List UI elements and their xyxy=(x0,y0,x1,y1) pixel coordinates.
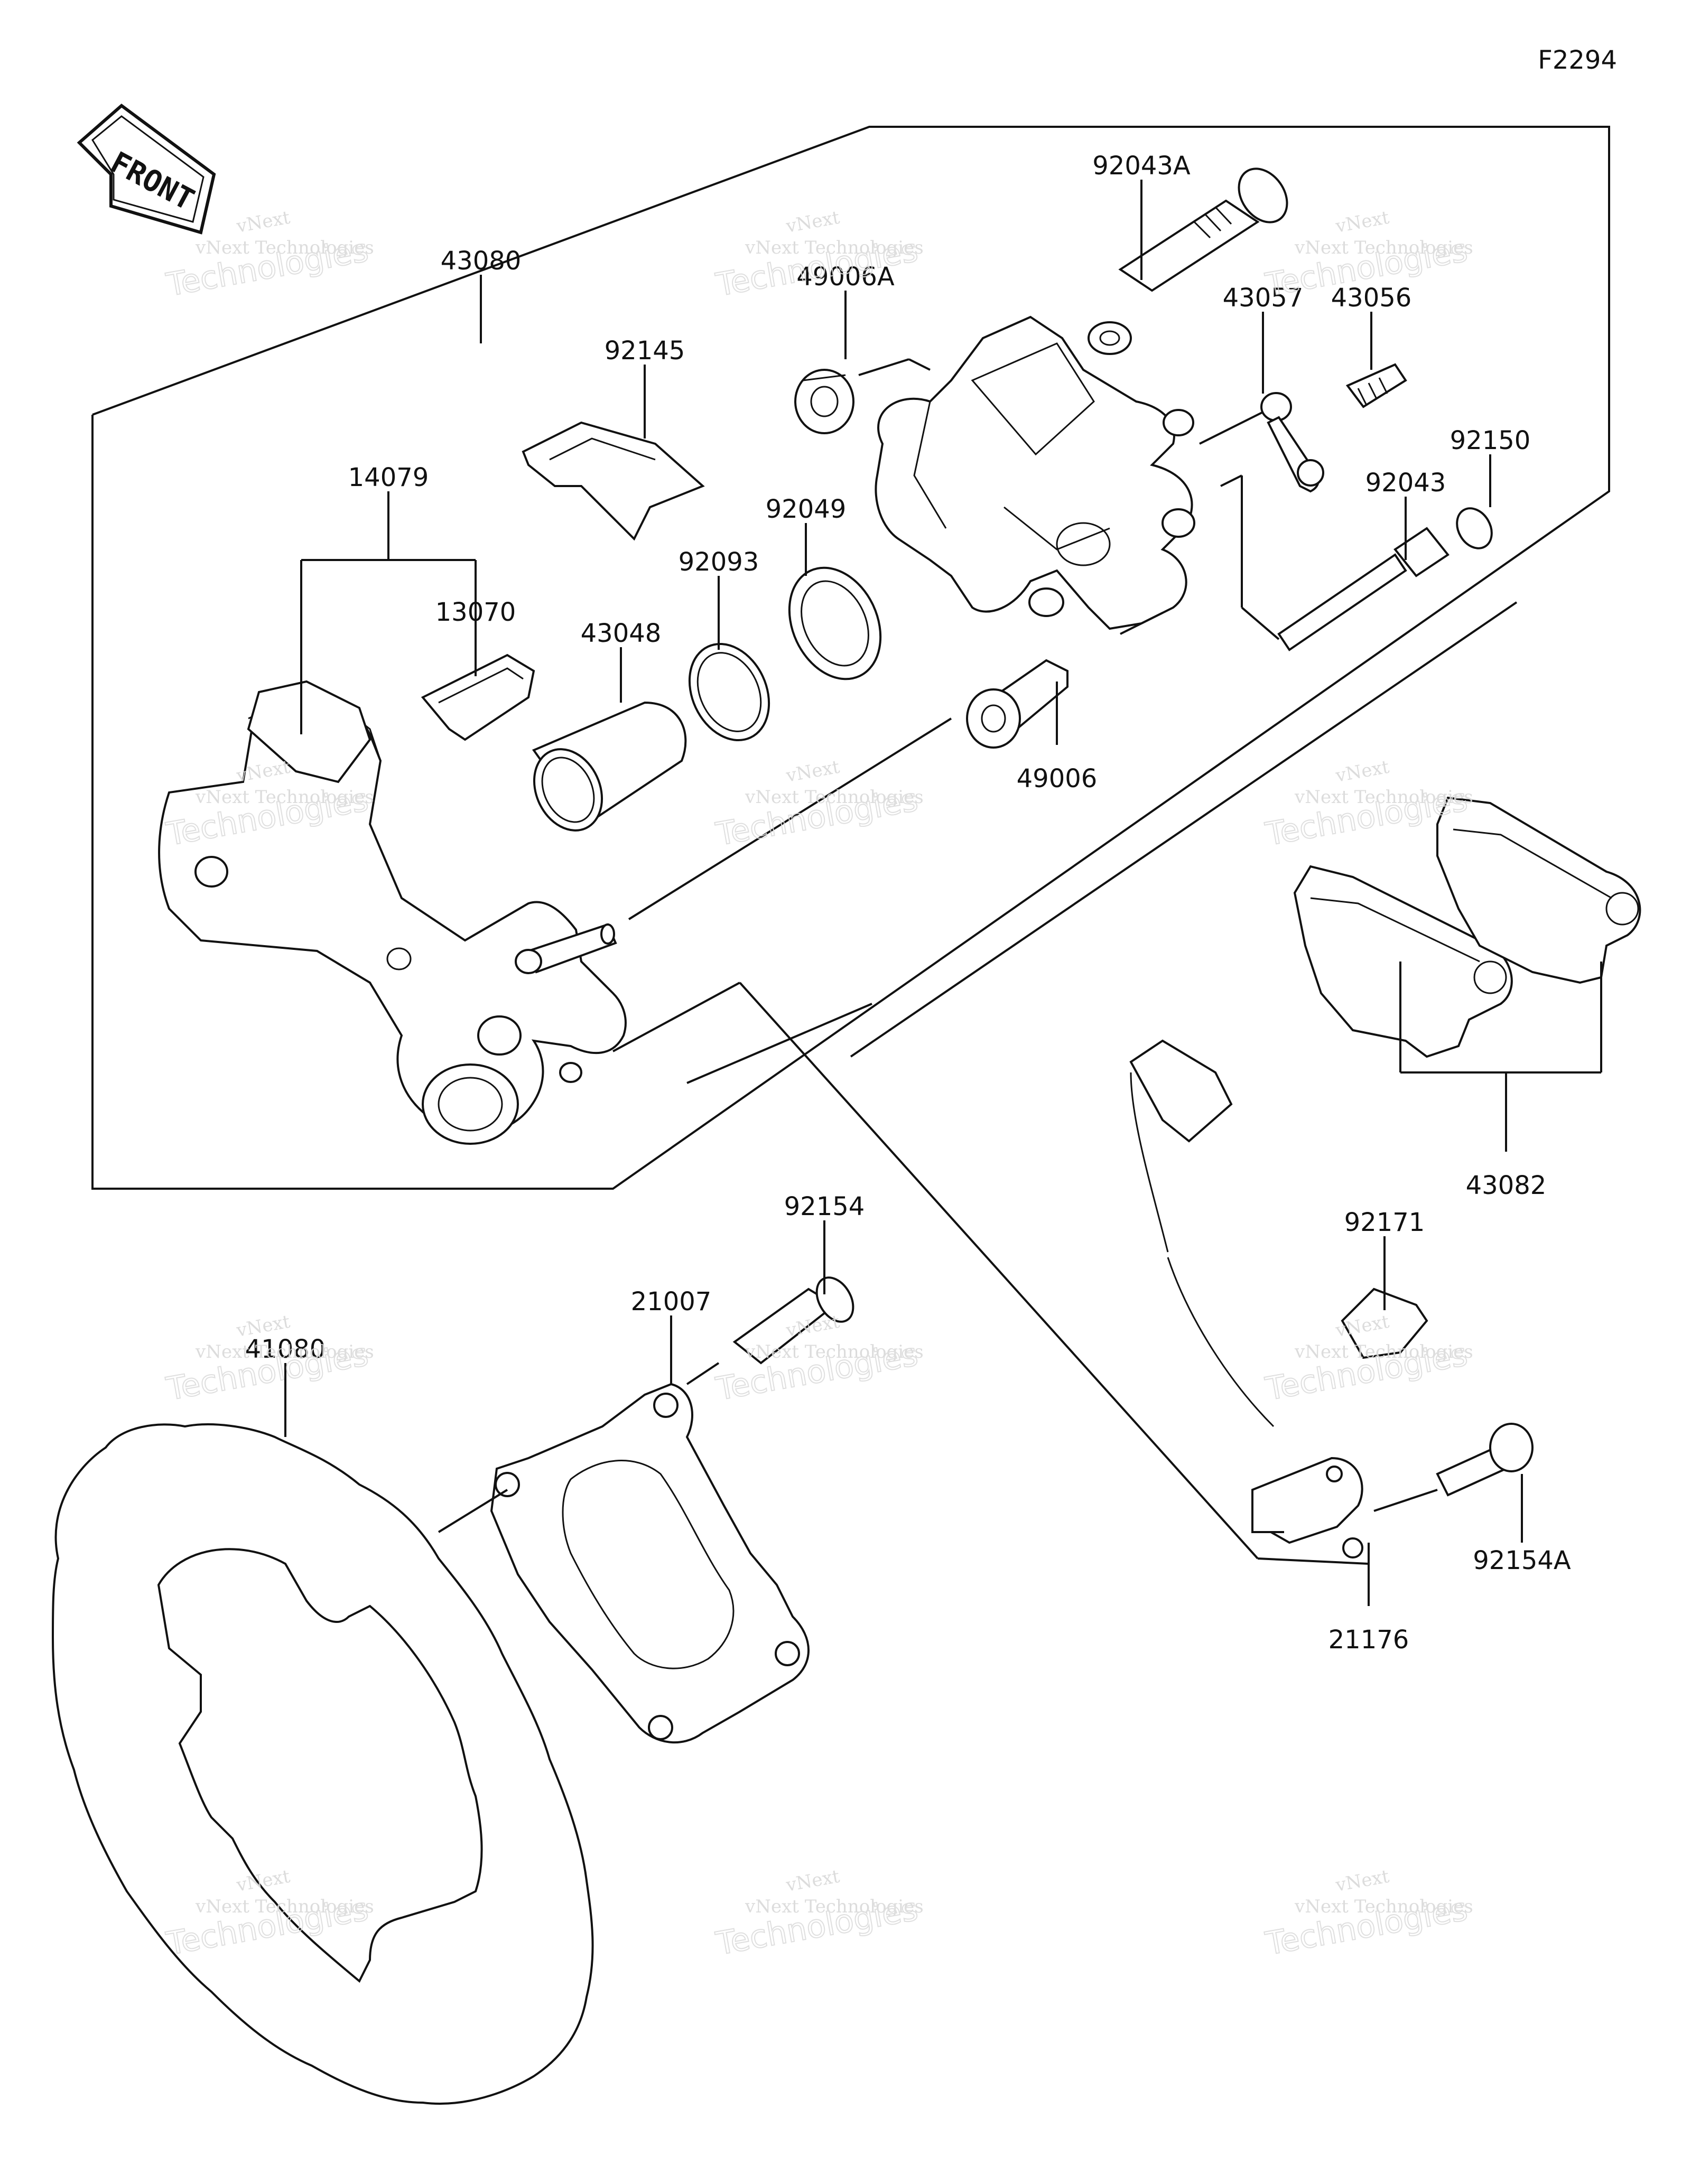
abs-sensor xyxy=(1129,1039,1363,1558)
svg-text:vNext: vNext xyxy=(1334,757,1391,787)
watermarks: vNext vNext Technologies Technologies vN… xyxy=(163,207,1473,1963)
brake-disc xyxy=(51,1423,594,2105)
caliper-assembly-outline xyxy=(91,126,1610,1190)
label-43057: 43057 xyxy=(1223,283,1304,313)
disc-bolt xyxy=(732,1276,854,1365)
svg-text:vNext Technologies: vNext Technologies xyxy=(745,787,924,808)
svg-text:vNext Technologies: vNext Technologies xyxy=(1294,237,1473,258)
watermark: vNext vNext Technologies Technologies xyxy=(712,757,924,854)
svg-text:vNext Technologies: vNext Technologies xyxy=(195,1341,374,1362)
pin-boot-a xyxy=(794,369,854,434)
svg-text:vNext: vNext xyxy=(1334,207,1391,237)
label-92145: 92145 xyxy=(605,336,685,366)
watermark: vNext vNext Technologies Technologies xyxy=(1262,1866,1473,1963)
label-92043: 92043 xyxy=(1365,468,1446,498)
svg-text:vNext: vNext xyxy=(784,1866,842,1896)
svg-text:vNext Technologies: vNext Technologies xyxy=(1294,1896,1473,1917)
label-92150: 92150 xyxy=(1450,426,1531,455)
label-21007: 21007 xyxy=(631,1287,712,1317)
slide-pin xyxy=(1277,527,1450,651)
watermark: vNext vNext Technologies Technologies xyxy=(712,1866,924,1963)
label-43082: 43082 xyxy=(1466,1171,1547,1200)
svg-text:vNext Technologies: vNext Technologies xyxy=(745,1896,924,1917)
label-43048: 43048 xyxy=(581,619,662,648)
leader-lines xyxy=(284,180,1602,1606)
label-43080: 43080 xyxy=(441,246,522,276)
label-92043A: 92043A xyxy=(1092,151,1191,181)
watermark: vNext vNext Technologies Technologies xyxy=(712,1311,924,1408)
brake-pad-rear xyxy=(1436,796,1641,984)
label-21176: 21176 xyxy=(1328,1625,1409,1655)
sensor-clamp xyxy=(1341,1287,1428,1359)
watermark: vNext vNext Technologies Technologies xyxy=(1262,1311,1473,1408)
sensor-bolt xyxy=(1436,1423,1534,1497)
piston xyxy=(532,701,687,832)
piston-seal xyxy=(788,566,882,680)
svg-text:vNext: vNext xyxy=(235,207,292,237)
abs-sensor-rotor xyxy=(490,1383,810,1744)
label-92171: 92171 xyxy=(1344,1208,1425,1237)
svg-text:vNext: vNext xyxy=(1334,1866,1391,1896)
svg-text:vNext Technologies: vNext Technologies xyxy=(745,1341,924,1362)
svg-text:vNext Technologies: vNext Technologies xyxy=(195,787,374,808)
label-14079: 14079 xyxy=(348,463,429,492)
pad-spring xyxy=(522,421,705,541)
svg-text:vNext: vNext xyxy=(784,207,842,237)
svg-text:vNext Technologies: vNext Technologies xyxy=(195,1896,374,1917)
figure-code: F2294 xyxy=(1538,45,1617,75)
slide-pin-a xyxy=(1118,167,1288,292)
label-49006: 49006 xyxy=(1017,764,1098,794)
svg-text:vNext Technologies: vNext Technologies xyxy=(745,237,924,258)
svg-text:vNext Technologies: vNext Technologies xyxy=(195,237,374,258)
pin-boot xyxy=(966,659,1069,749)
label-43056: 43056 xyxy=(1331,283,1412,313)
label-49006A: 49006A xyxy=(796,262,895,292)
label-13070: 13070 xyxy=(435,598,516,627)
bleeder-cap xyxy=(1456,507,1493,549)
svg-text:vNext: vNext xyxy=(784,757,842,787)
watermark: vNext vNext Technologies Technologies xyxy=(163,1311,374,1408)
part-labels: 92043A 43080 49006A 43057 43056 92145 92… xyxy=(245,151,1571,1655)
caliper-body xyxy=(875,315,1195,630)
dust-seal xyxy=(688,642,770,742)
bleeder-valve xyxy=(1345,363,1407,408)
label-92154: 92154 xyxy=(784,1192,865,1221)
label-92154A: 92154A xyxy=(1473,1546,1571,1575)
label-41080: 41080 xyxy=(245,1334,326,1364)
front-arrow-icon: FRONT xyxy=(77,104,216,235)
label-92049: 92049 xyxy=(766,494,847,524)
svg-text:vNext Technologies: vNext Technologies xyxy=(1294,787,1473,808)
label-92093: 92093 xyxy=(679,547,759,577)
watermark: vNext vNext Technologies Technologies xyxy=(163,757,374,854)
caliper-bracket xyxy=(158,680,627,1145)
svg-text:vNext Technologies: vNext Technologies xyxy=(1294,1341,1473,1362)
pad-clip xyxy=(421,654,535,741)
bleeder-cap-strap xyxy=(1260,392,1324,493)
